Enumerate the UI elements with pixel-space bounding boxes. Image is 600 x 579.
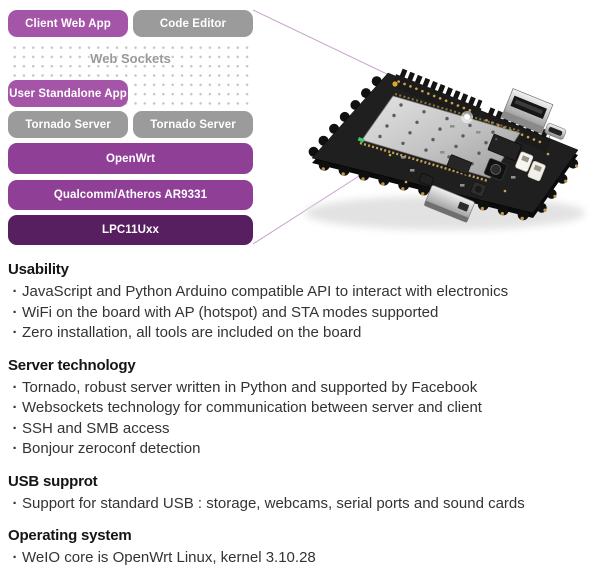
shield-holes	[378, 103, 495, 166]
section-usb-support: USB supprot ·Support for standard USB : …	[8, 473, 594, 515]
bullet-text: SSH and SMB access	[22, 419, 170, 437]
usb-port	[500, 88, 554, 134]
yellow-marker	[392, 81, 398, 87]
stack-box-tornado-server-2: Tornado Server	[133, 111, 253, 138]
white-led	[463, 113, 471, 121]
feature-bullet: ·SSH and SMB access	[8, 419, 594, 440]
stack-box-openwrt: OpenWrt	[8, 143, 253, 174]
feature-bullet: ·WeIO core is OpenWrt Linux, kernel 3.10…	[8, 548, 594, 569]
stack-box-user-standalone-app: User Standalone App	[8, 80, 128, 107]
stack-box-client-web-app: Client Web App	[8, 10, 128, 37]
wifi-shield	[359, 93, 521, 183]
bullet-text: JavaScript and Python Arduino compatible…	[22, 283, 509, 300]
section-heading: Operating system	[8, 527, 132, 544]
stack-box-qualcomm-atheros: Qualcomm/Atheros AR9331	[8, 180, 253, 210]
feature-bullet: ·JavaScript and Python Arduino compatibl…	[8, 282, 594, 303]
feature-bullet: ·WiFi on the board with AP (hotspot) and…	[8, 303, 594, 324]
feature-text: Usability ·JavaScript and Python Arduino…	[8, 261, 594, 579]
bullet-text: Websockets technology for communication …	[22, 399, 482, 416]
feature-bullet: ·Zero installation, all tools are includ…	[8, 323, 594, 344]
stack-box-lpc11uxx: LPC11Uxx	[8, 215, 253, 245]
bullet-text: WiFi on the board with AP (hotspot) and …	[22, 303, 439, 321]
bullet-marker: ·	[12, 303, 18, 321]
bullet-marker: ·	[12, 324, 18, 341]
section-heading: Server technology	[8, 356, 136, 374]
castellations-right	[536, 158, 579, 213]
bullet-text: Zero installation, all tools are include…	[22, 324, 362, 341]
microsd-slot	[424, 185, 475, 223]
section-heading: Usability	[8, 261, 69, 278]
bullet-text: Tornado, robust server written in Python…	[22, 378, 478, 396]
section-operating-system: Operating system ·WeIO core is OpenWrt L…	[8, 527, 594, 569]
chips	[388, 125, 550, 197]
board-photo	[300, 55, 595, 240]
feature-bullet: ·Bonjour zeroconf detection	[8, 439, 594, 460]
bullet-marker: ·	[12, 440, 18, 457]
bullet-text: WeIO core is OpenWrt Linux, kernel 3.10.…	[22, 549, 316, 566]
section-heading: USB supprot	[8, 472, 98, 490]
section-server-technology: Server technology ·Tornado, robust serve…	[8, 357, 594, 460]
micro-usb-port	[544, 123, 567, 140]
bullet-marker: ·	[12, 399, 18, 416]
feature-bullet: ·Tornado, robust server written in Pytho…	[8, 378, 594, 399]
bullet-marker: ·	[12, 283, 18, 300]
feature-bullet: ·Websockets technology for communication…	[8, 398, 594, 419]
push-button	[483, 158, 508, 181]
stack-box-tornado-server-1: Tornado Server	[8, 111, 128, 138]
section-usability: Usability ·JavaScript and Python Arduino…	[8, 261, 594, 344]
bullet-marker: ·	[12, 494, 18, 512]
bullet-marker: ·	[12, 419, 18, 437]
feature-bullet: ·Support for standard USB : storage, web…	[8, 494, 594, 515]
bullet-text: Bonjour zeroconf detection	[22, 440, 201, 457]
bullet-marker: ·	[12, 549, 18, 566]
stack-box-code-editor: Code Editor	[133, 10, 253, 37]
websockets-label: Web Sockets	[90, 51, 171, 66]
battery-connector	[515, 151, 546, 182]
green-led	[357, 137, 365, 143]
bullet-text: Support for standard USB : storage, webc…	[22, 494, 525, 512]
bullet-marker: ·	[12, 378, 18, 396]
